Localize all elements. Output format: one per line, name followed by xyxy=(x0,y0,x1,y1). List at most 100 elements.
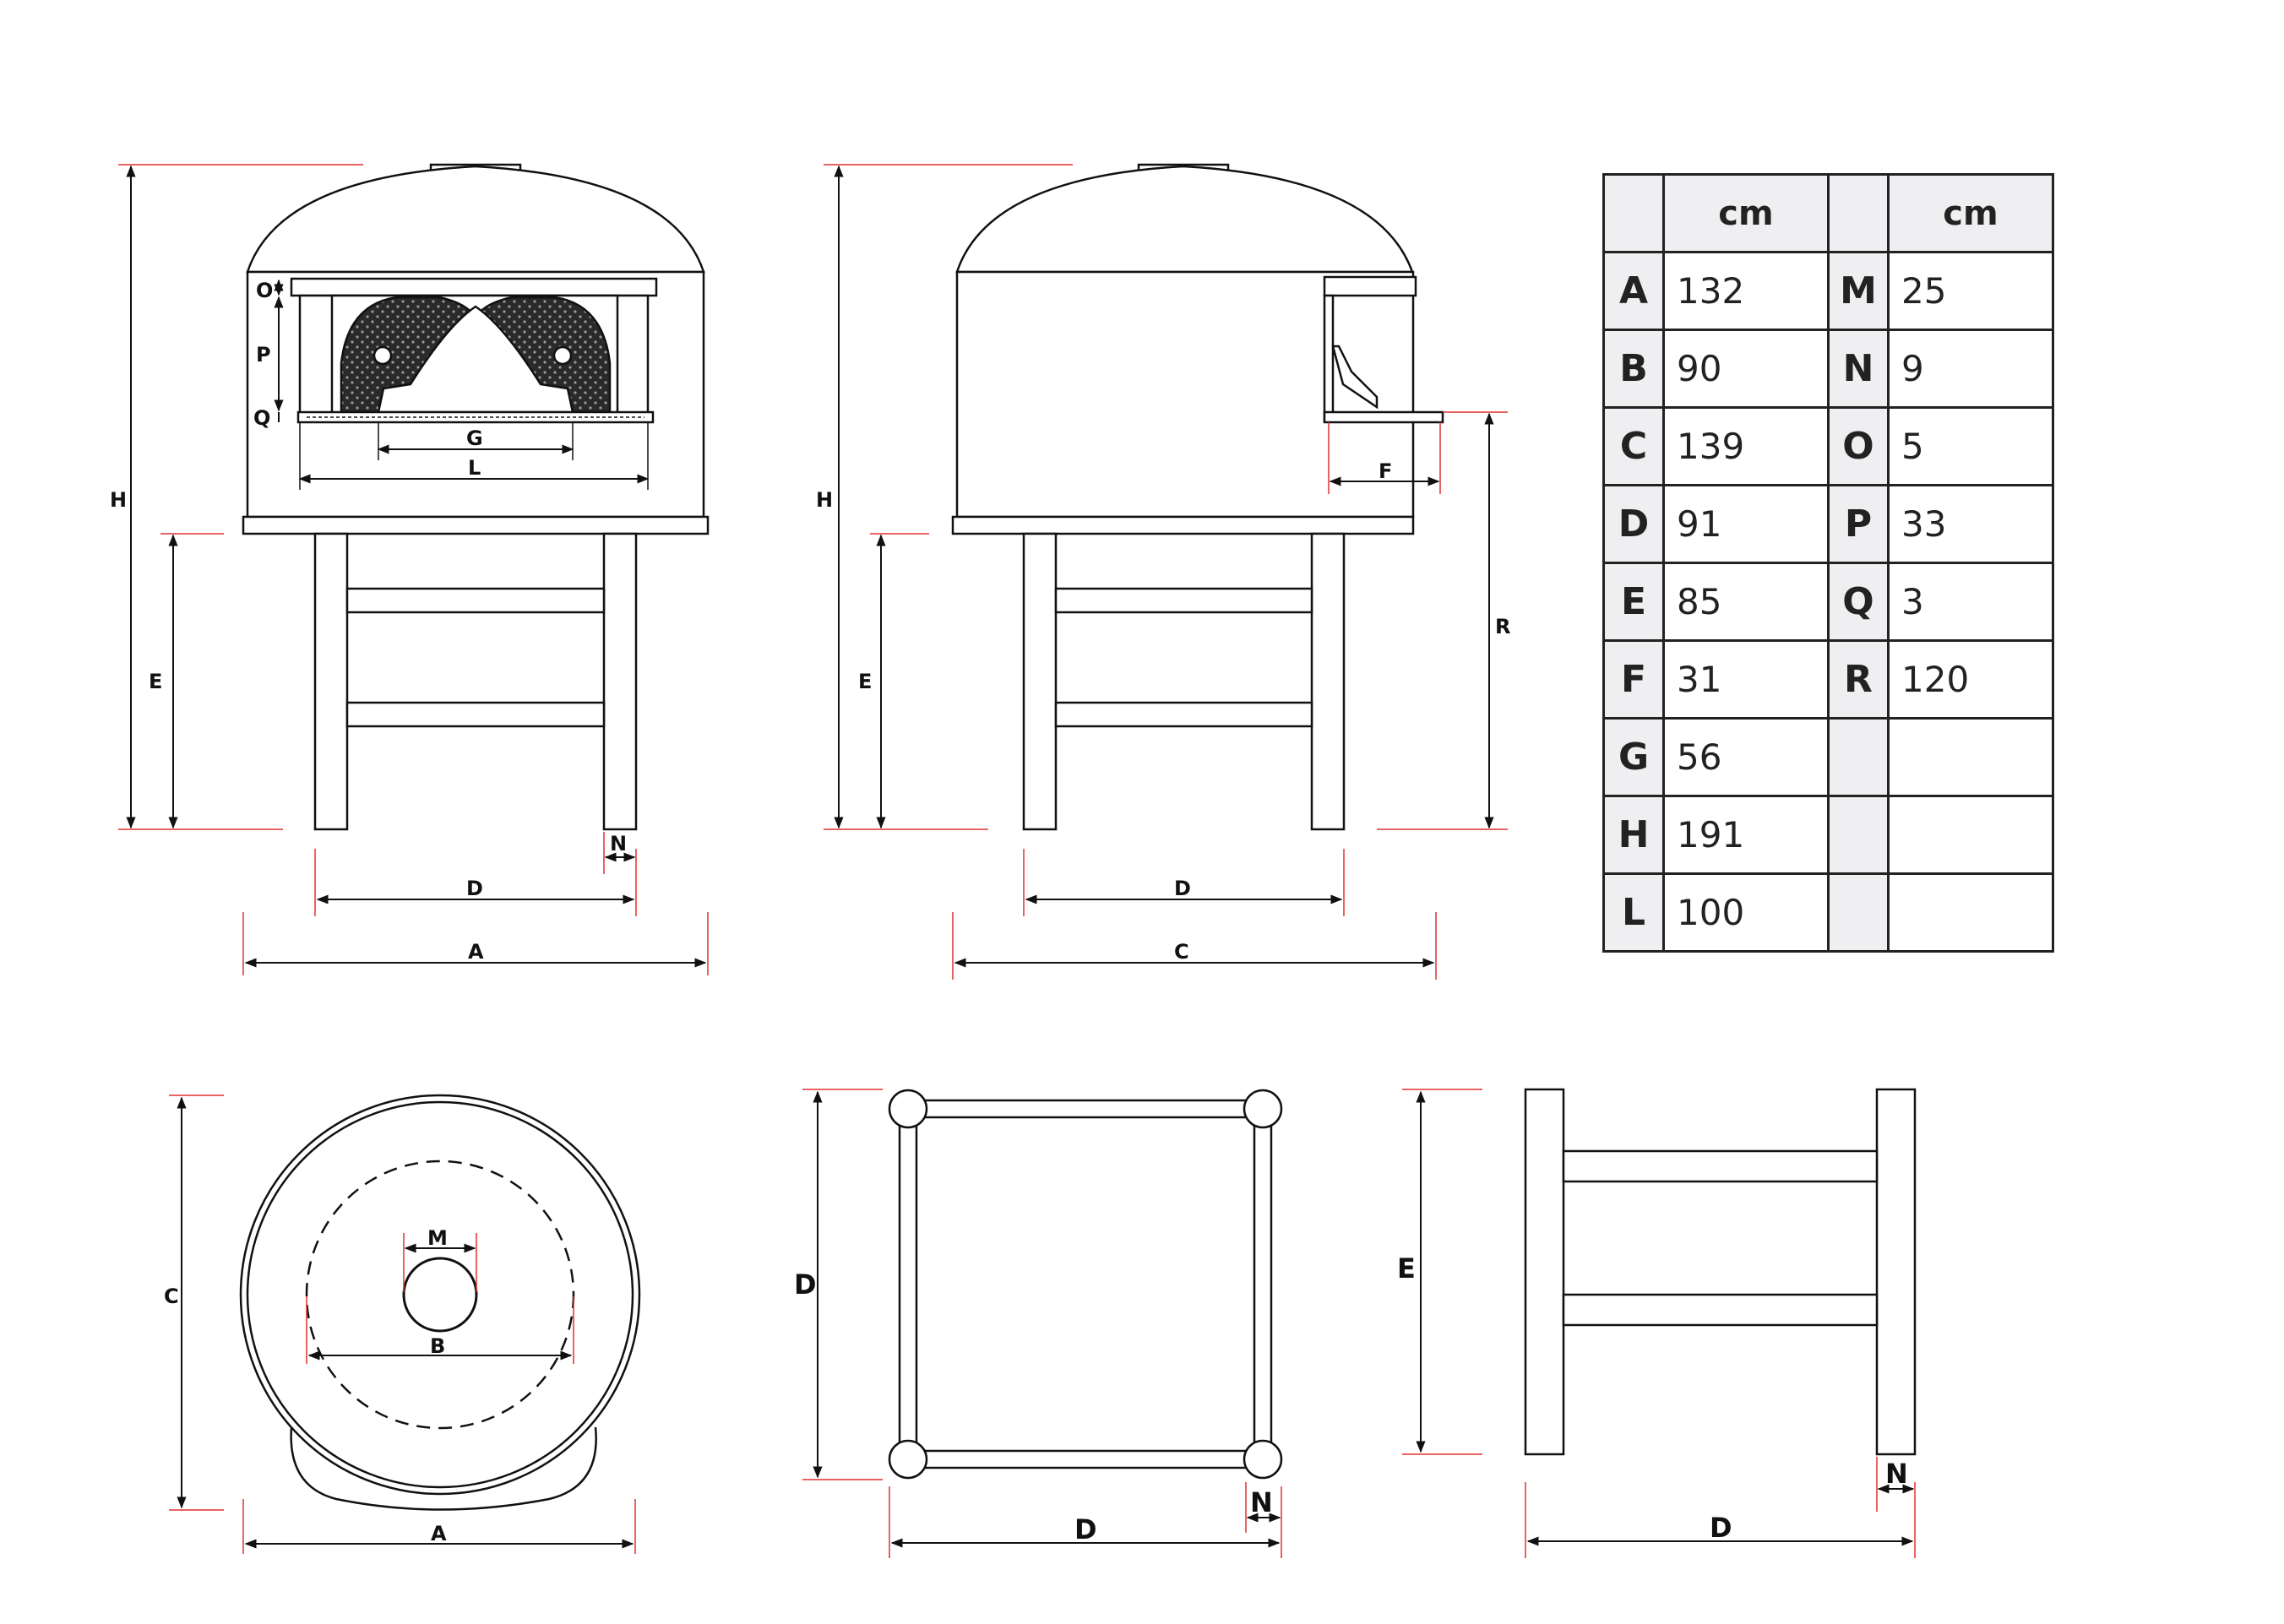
plan-bar-right xyxy=(1253,1107,1273,1461)
table-key: H xyxy=(1602,795,1665,875)
table-row: A 132 M 25 xyxy=(1602,251,2054,331)
table-value: 25 xyxy=(1887,251,2054,331)
plan-leg-bottom-left xyxy=(888,1439,928,1480)
table-value: 100 xyxy=(1662,872,1830,953)
top-dimensions xyxy=(177,1096,634,1549)
side-crossbar-top xyxy=(1054,587,1313,614)
label-G: G xyxy=(466,426,483,450)
table-key: F xyxy=(1602,639,1665,720)
table-row: L 100 xyxy=(1602,872,2054,953)
label-Q: Q xyxy=(253,406,270,430)
label-front-N: N xyxy=(610,832,627,855)
top-chimney-circle xyxy=(402,1257,478,1333)
table-header-row: cm cm xyxy=(1602,173,2054,253)
front-view xyxy=(242,163,710,831)
top-oven-floor-dashed xyxy=(305,1160,575,1430)
front-leg-left xyxy=(313,532,349,831)
table-value: 3 xyxy=(1887,562,2054,642)
plan-dimensions xyxy=(813,1090,1281,1548)
label-front-D: D xyxy=(466,877,483,900)
table-value xyxy=(1887,717,2054,797)
plan-bar-top xyxy=(906,1099,1264,1119)
front-crossbar-bottom xyxy=(345,701,606,728)
table-value: 9 xyxy=(1887,329,2054,409)
top-extension-lines xyxy=(169,1094,636,1554)
label-top-C: C xyxy=(164,1285,179,1308)
table-value: 5 xyxy=(1887,406,2054,486)
label-side-F: F xyxy=(1379,459,1392,483)
table-value: 85 xyxy=(1662,562,1830,642)
table-key: Q xyxy=(1827,562,1890,642)
table-row: H 191 xyxy=(1602,795,2054,875)
table-key: L xyxy=(1602,872,1665,953)
side-crossbar-bottom xyxy=(1054,701,1313,728)
table-value: 91 xyxy=(1662,484,1830,564)
plan-bar-left xyxy=(898,1107,918,1461)
table-key: M xyxy=(1827,251,1890,331)
plan-extension-lines xyxy=(802,1089,1282,1558)
table-row: G 56 xyxy=(1602,717,2054,797)
table-header-unit-2: cm xyxy=(1887,173,2054,253)
front-extension-lines xyxy=(118,164,709,975)
table-key xyxy=(1827,872,1890,953)
dimensions-table: cm cm A 132 M 25 B 90 N 9 C 139 O 5 D 91… xyxy=(1602,173,2054,953)
table-row: D 91 P 33 xyxy=(1602,484,2054,564)
label-front-A: A xyxy=(468,940,484,964)
front-oven-mouth xyxy=(377,305,574,414)
front-crossbar-top xyxy=(345,587,606,614)
table-key: D xyxy=(1602,484,1665,564)
label-side-D: D xyxy=(1174,877,1191,900)
label-plan-N: N xyxy=(1250,1486,1273,1518)
label-stand-N: N xyxy=(1885,1458,1908,1490)
side-opening-edge xyxy=(1323,294,1335,422)
label-stand-E: E xyxy=(1397,1252,1416,1285)
table-key: N xyxy=(1827,329,1890,409)
side-shelf xyxy=(1323,410,1444,424)
plan-leg-top-right xyxy=(1243,1089,1283,1129)
label-side-R: R xyxy=(1495,615,1510,638)
stand-dimensions xyxy=(1416,1090,1915,1546)
stand-leg-right xyxy=(1875,1088,1917,1456)
table-value: 120 xyxy=(1887,639,2054,720)
front-gauge-right xyxy=(552,345,573,366)
table-row: F 31 R 120 xyxy=(1602,639,2054,720)
table-key xyxy=(1827,795,1890,875)
label-L: L xyxy=(468,456,481,480)
front-hood-bar xyxy=(290,277,658,297)
table-header-key-1 xyxy=(1602,173,1665,253)
plan-bar-bottom xyxy=(906,1449,1264,1469)
table-header-key-2 xyxy=(1827,173,1890,253)
table-row: B 90 N 9 xyxy=(1602,329,2054,409)
table-value: 33 xyxy=(1887,484,2054,564)
table-key: P xyxy=(1827,484,1890,564)
table-row: E 85 Q 3 xyxy=(1602,562,2054,642)
label-side-H: H xyxy=(816,488,833,512)
side-view xyxy=(951,163,1444,831)
side-hood xyxy=(1323,275,1417,297)
plan-leg-top-left xyxy=(888,1089,928,1129)
side-leg-left xyxy=(1022,532,1058,831)
table-header-unit-1: cm xyxy=(1662,173,1830,253)
front-base-slab xyxy=(242,515,710,535)
table-row: C 139 O 5 xyxy=(1602,406,2054,486)
label-top-M: M xyxy=(427,1226,448,1250)
top-outer-circle-inner xyxy=(246,1100,634,1489)
table-key: G xyxy=(1602,717,1665,797)
table-value: 139 xyxy=(1662,406,1830,486)
table-key: C xyxy=(1602,406,1665,486)
front-gauge-left xyxy=(373,345,393,366)
label-P: P xyxy=(256,343,271,367)
label-stand-D: D xyxy=(1710,1512,1732,1544)
label-side-C: C xyxy=(1174,940,1189,964)
table-value: 31 xyxy=(1662,639,1830,720)
table-key: A xyxy=(1602,251,1665,331)
stand-extension-lines xyxy=(1402,1089,1916,1558)
stand-side-view xyxy=(1524,1088,1917,1456)
side-leg-right xyxy=(1310,532,1346,831)
front-dome xyxy=(246,165,705,274)
label-front-H: H xyxy=(110,488,127,512)
stand-leg-left xyxy=(1524,1088,1565,1456)
label-top-B: B xyxy=(430,1334,445,1358)
label-side-E: E xyxy=(858,670,872,693)
